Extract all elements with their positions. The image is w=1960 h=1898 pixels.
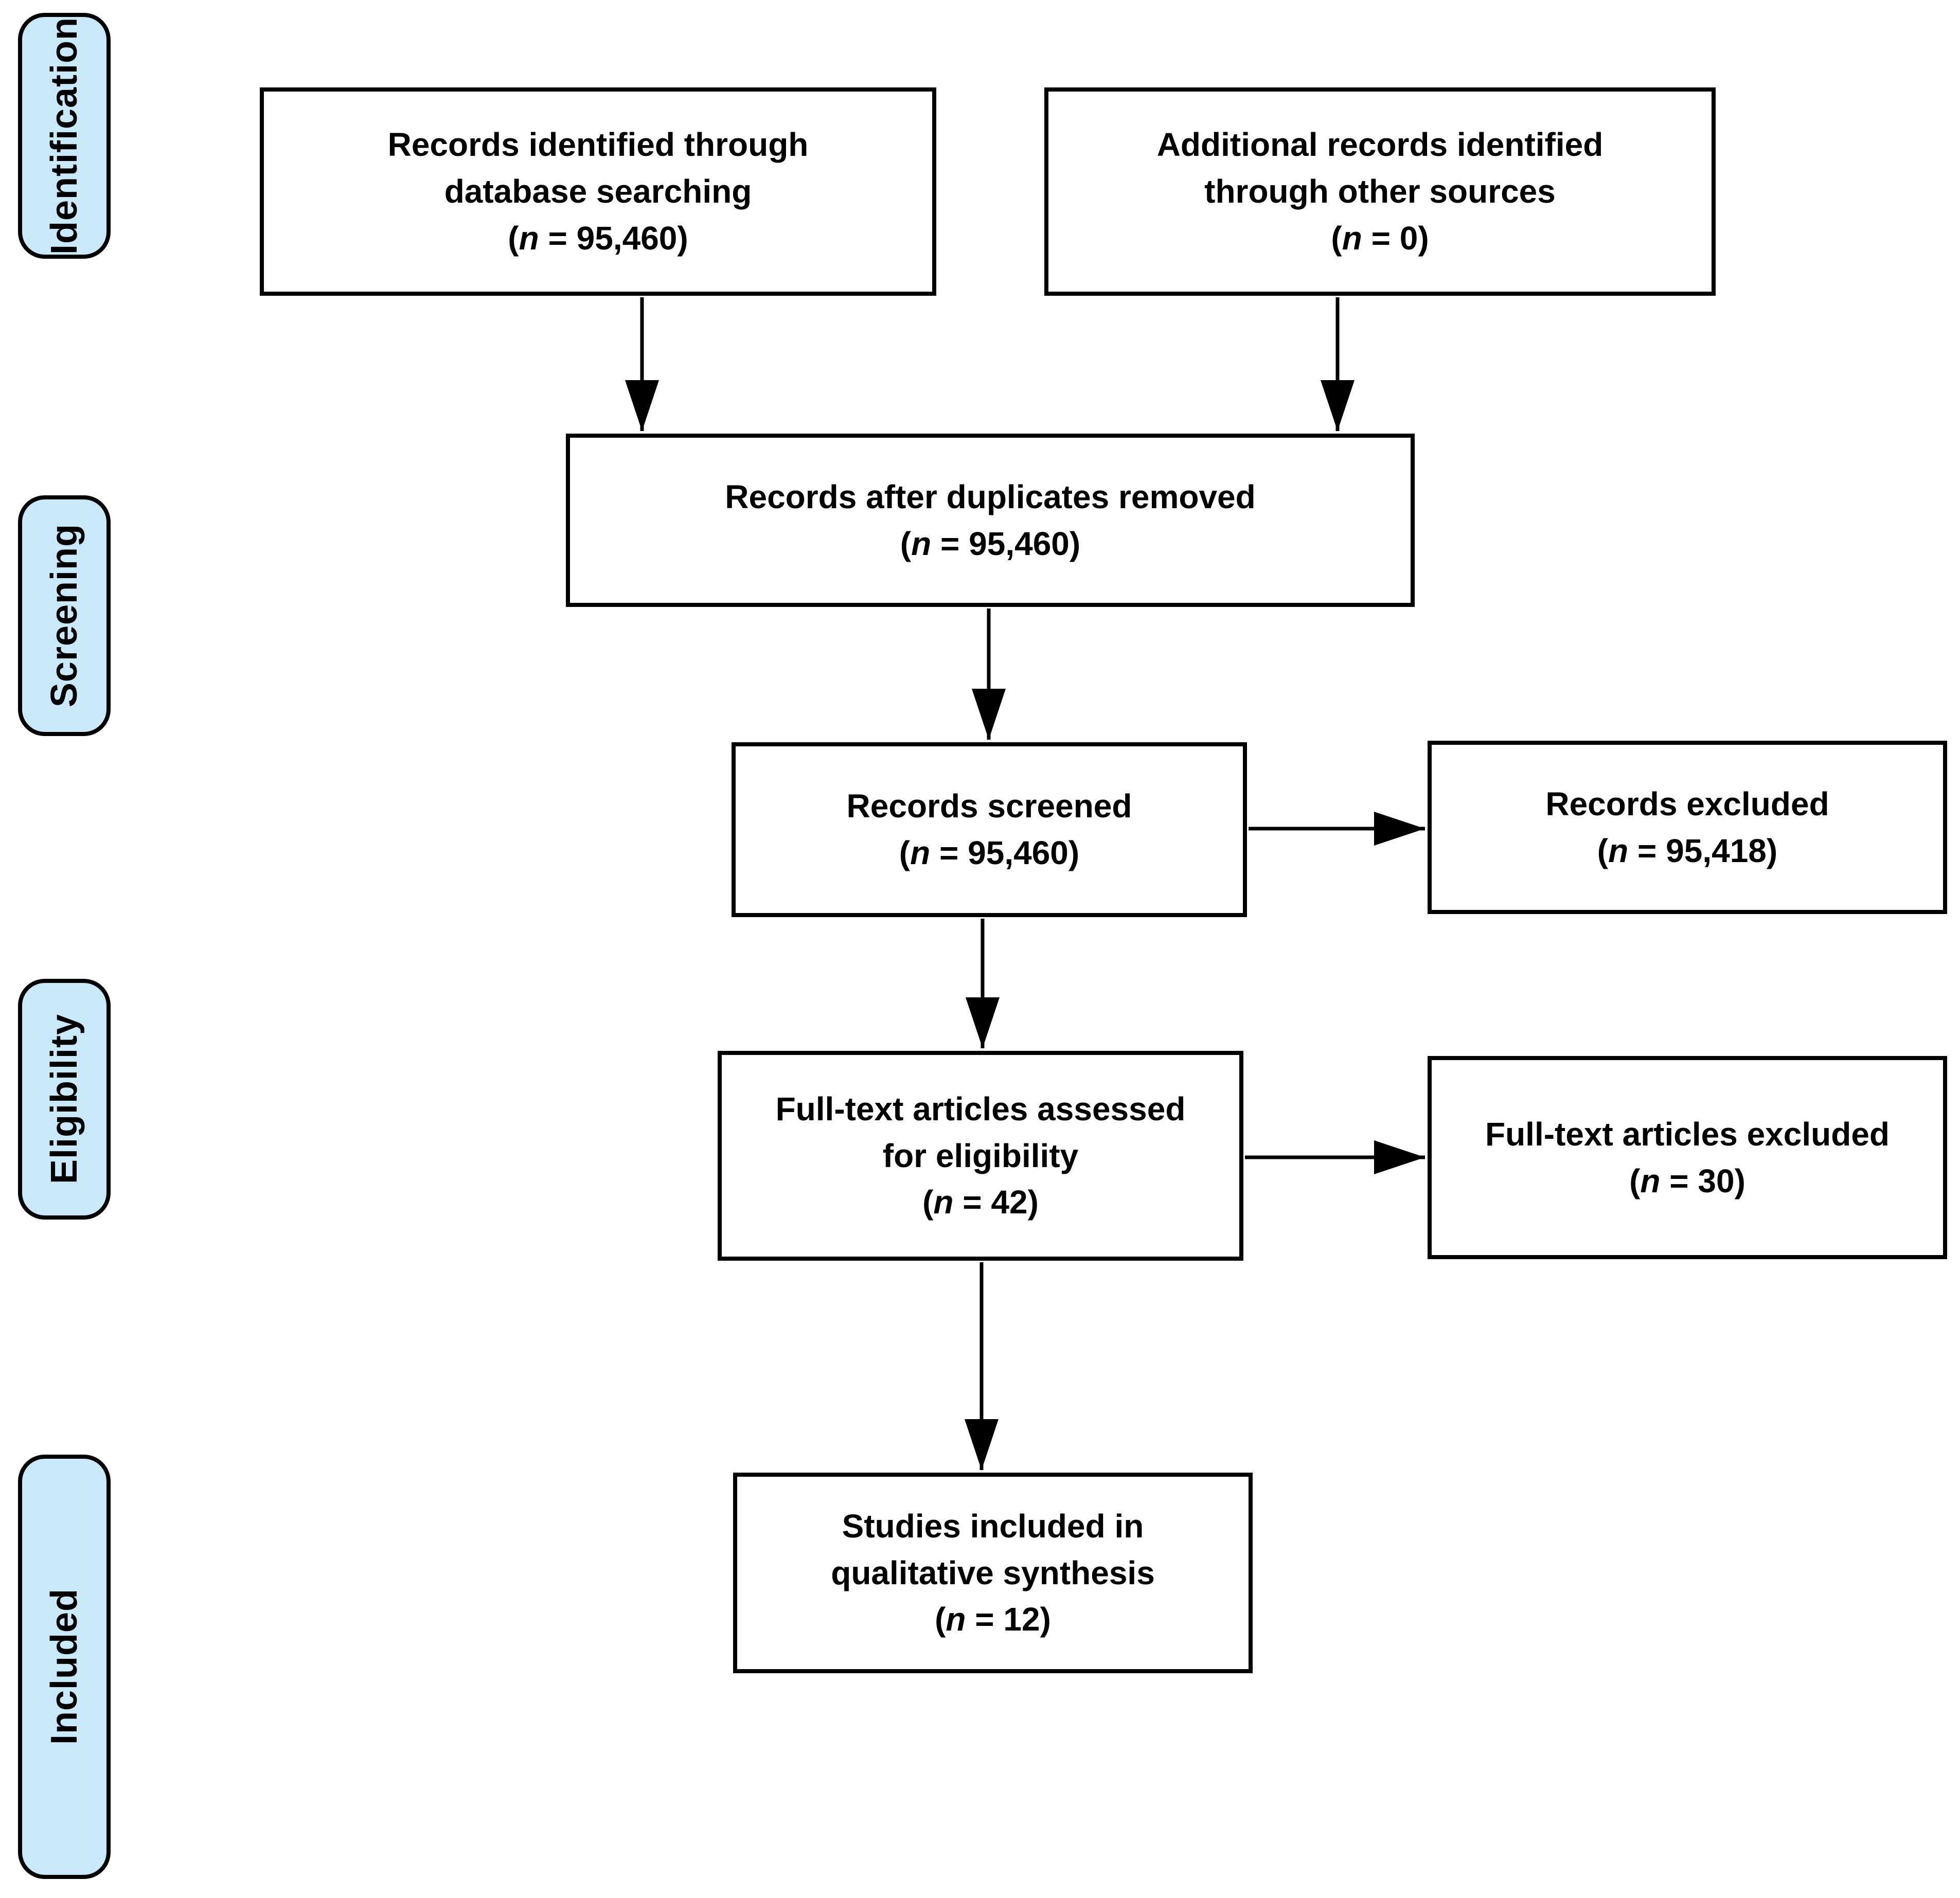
box-count-line: (n = 95,460) <box>900 521 1080 567</box>
n-symbol: n <box>933 1184 954 1221</box>
box-text-line: Full-text articles assessed <box>775 1090 1186 1127</box>
count-prefix: ( <box>1331 219 1342 257</box>
box-text-line: Full-text articles excluded <box>1485 1115 1890 1153</box>
count-value: = 12) <box>966 1601 1051 1638</box>
box-text-line: Studies included in <box>842 1507 1144 1545</box>
box-count-line: (n = 30) <box>1629 1158 1745 1205</box>
count-prefix: ( <box>935 1601 946 1638</box>
box-text-line: Additional records identified <box>1156 126 1603 164</box>
box-text-line: Records screened <box>846 787 1132 825</box>
stage-label-screening: Screening <box>44 524 85 708</box>
count-prefix: ( <box>1629 1162 1641 1199</box>
stage-label-included: Included <box>44 1588 85 1745</box>
count-value: = 95,460) <box>539 219 688 257</box>
box-text-line: for eligibility <box>882 1137 1079 1174</box>
box-text-line: qualitative synthesis <box>831 1554 1155 1591</box>
box-text-line: database searching <box>444 173 752 210</box>
count-value: = 95,460) <box>930 834 1080 871</box>
box-count-line: (n = 42) <box>922 1179 1039 1226</box>
box-count-line: (n = 0) <box>1331 215 1429 262</box>
box-text-line: through other sources <box>1204 173 1556 210</box>
stage-tab-identification: Identification <box>18 13 111 259</box>
box-fulltext-assessed: Full-text articles assessed for eligibil… <box>718 1051 1243 1261</box>
stage-tab-eligibility: Eligibility <box>18 979 111 1220</box>
n-symbol: n <box>946 1601 966 1638</box>
n-symbol: n <box>911 525 932 562</box>
box-count-line: (n = 95,460) <box>508 215 688 262</box>
n-symbol: n <box>910 834 931 871</box>
stage-tab-included: Included <box>18 1455 111 1879</box>
stage-tab-screening: Screening <box>18 495 111 736</box>
box-records-excluded: Records excluded (n = 95,418) <box>1428 741 1947 914</box>
count-value: = 30) <box>1660 1162 1745 1199</box>
box-records-identified: Records identified through database sear… <box>260 87 936 296</box>
count-prefix: ( <box>508 219 519 257</box>
count-prefix: ( <box>900 525 912 562</box>
count-prefix: ( <box>899 834 911 871</box>
box-studies-included: Studies included in qualitative synthesi… <box>733 1473 1253 1673</box>
stage-label-eligibility: Eligibility <box>44 1014 85 1185</box>
box-count-line: (n = 12) <box>935 1596 1051 1643</box>
count-value: = 95,418) <box>1628 832 1778 869</box>
box-count-line: (n = 95,460) <box>899 830 1079 876</box>
box-additional-records: Additional records identified through ot… <box>1044 87 1716 296</box>
n-symbol: n <box>1342 219 1362 257</box>
count-value: = 95,460) <box>931 525 1081 562</box>
count-prefix: ( <box>922 1184 934 1221</box>
count-value: = 0) <box>1362 219 1429 257</box>
stage-label-identification: Identification <box>44 17 85 255</box>
count-prefix: ( <box>1597 832 1609 869</box>
n-symbol: n <box>1608 832 1629 869</box>
n-symbol: n <box>519 219 539 257</box>
box-count-line: (n = 95,418) <box>1597 828 1777 874</box>
box-records-screened: Records screened (n = 95,460) <box>732 742 1247 917</box>
box-fulltext-excluded: Full-text articles excluded (n = 30) <box>1428 1056 1947 1259</box>
box-records-after-duplicates-removed: Records after duplicates removed (n = 95… <box>566 434 1415 607</box>
box-text-line: Records excluded <box>1545 785 1829 822</box>
count-value: = 42) <box>953 1184 1039 1221</box>
box-text-line: Records after duplicates removed <box>725 478 1256 515</box>
n-symbol: n <box>1640 1162 1661 1199</box>
box-text-line: Records identified through <box>387 126 809 164</box>
